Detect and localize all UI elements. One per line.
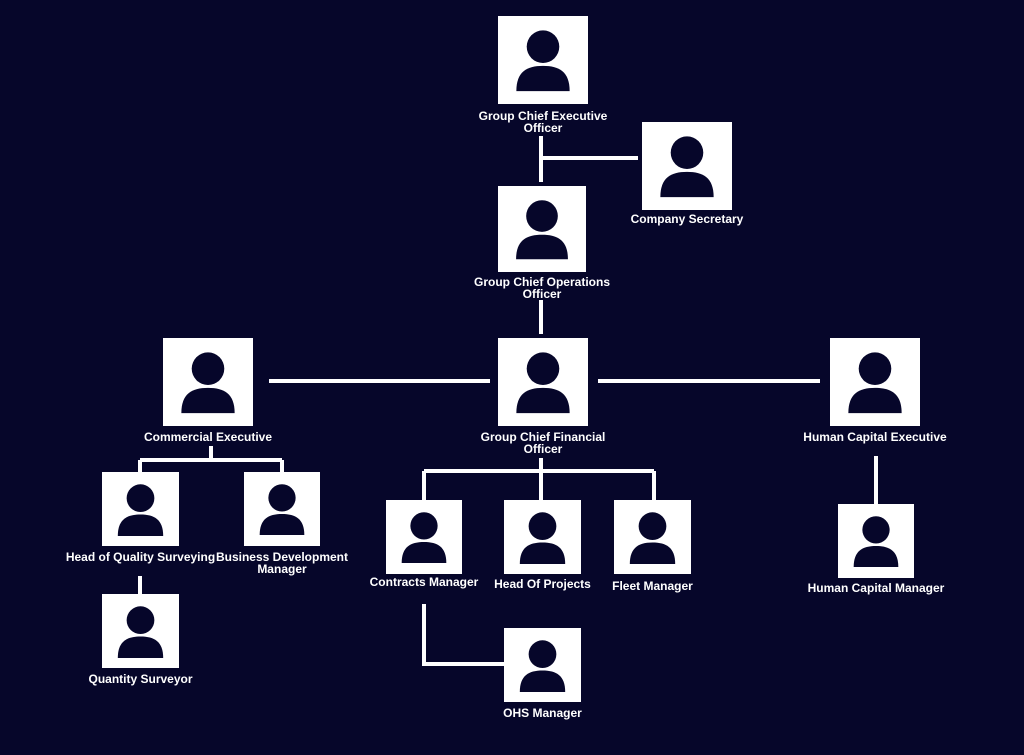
person-icon bbox=[516, 200, 568, 260]
node-label: Fleet Manager bbox=[612, 579, 693, 593]
node-label: Business Development Manager bbox=[215, 550, 349, 576]
avatar-card bbox=[498, 186, 586, 272]
node-label: Group Chief Operations Officer bbox=[473, 275, 610, 301]
person-icon bbox=[519, 639, 566, 692]
avatar-card bbox=[614, 500, 691, 574]
avatar-card bbox=[102, 594, 179, 668]
person-icon bbox=[117, 605, 164, 658]
avatar-card bbox=[838, 504, 914, 578]
node-label: Group Chief Financial Officer bbox=[480, 430, 606, 456]
person-icon bbox=[519, 511, 566, 564]
avatar-card bbox=[498, 338, 588, 426]
avatar-card bbox=[504, 628, 581, 702]
avatar-card bbox=[386, 500, 462, 574]
person-icon bbox=[117, 483, 164, 536]
avatar-card bbox=[244, 472, 320, 546]
avatar-card bbox=[498, 16, 588, 104]
avatar-card bbox=[504, 500, 581, 574]
avatar-card bbox=[102, 472, 179, 546]
person-icon bbox=[629, 511, 676, 564]
person-icon bbox=[516, 352, 570, 414]
person-icon bbox=[516, 30, 570, 92]
node-label: Head Of Projects bbox=[494, 577, 591, 591]
node-label: Commercial Executive bbox=[143, 430, 273, 444]
avatar-card bbox=[163, 338, 253, 426]
connector-line bbox=[422, 604, 504, 666]
person-icon bbox=[848, 352, 902, 414]
node-label: Company Secretary bbox=[630, 212, 744, 226]
avatar-card bbox=[830, 338, 920, 426]
node-label: OHS Manager bbox=[503, 706, 582, 720]
person-icon bbox=[259, 484, 305, 536]
node-label: Head of Quality Surveying bbox=[65, 550, 216, 564]
node-label: Group Chief Executive Officer bbox=[478, 109, 608, 135]
avatar-card bbox=[642, 122, 732, 210]
person-icon bbox=[853, 516, 899, 568]
node-label: Contracts Manager bbox=[369, 575, 479, 589]
person-icon bbox=[660, 136, 714, 198]
node-label: Human Capital Manager bbox=[807, 581, 945, 595]
node-label: Human Capital Executive bbox=[803, 430, 947, 444]
person-icon bbox=[181, 352, 235, 414]
node-label: Quantity Surveyor bbox=[88, 672, 193, 686]
person-icon bbox=[401, 512, 447, 564]
